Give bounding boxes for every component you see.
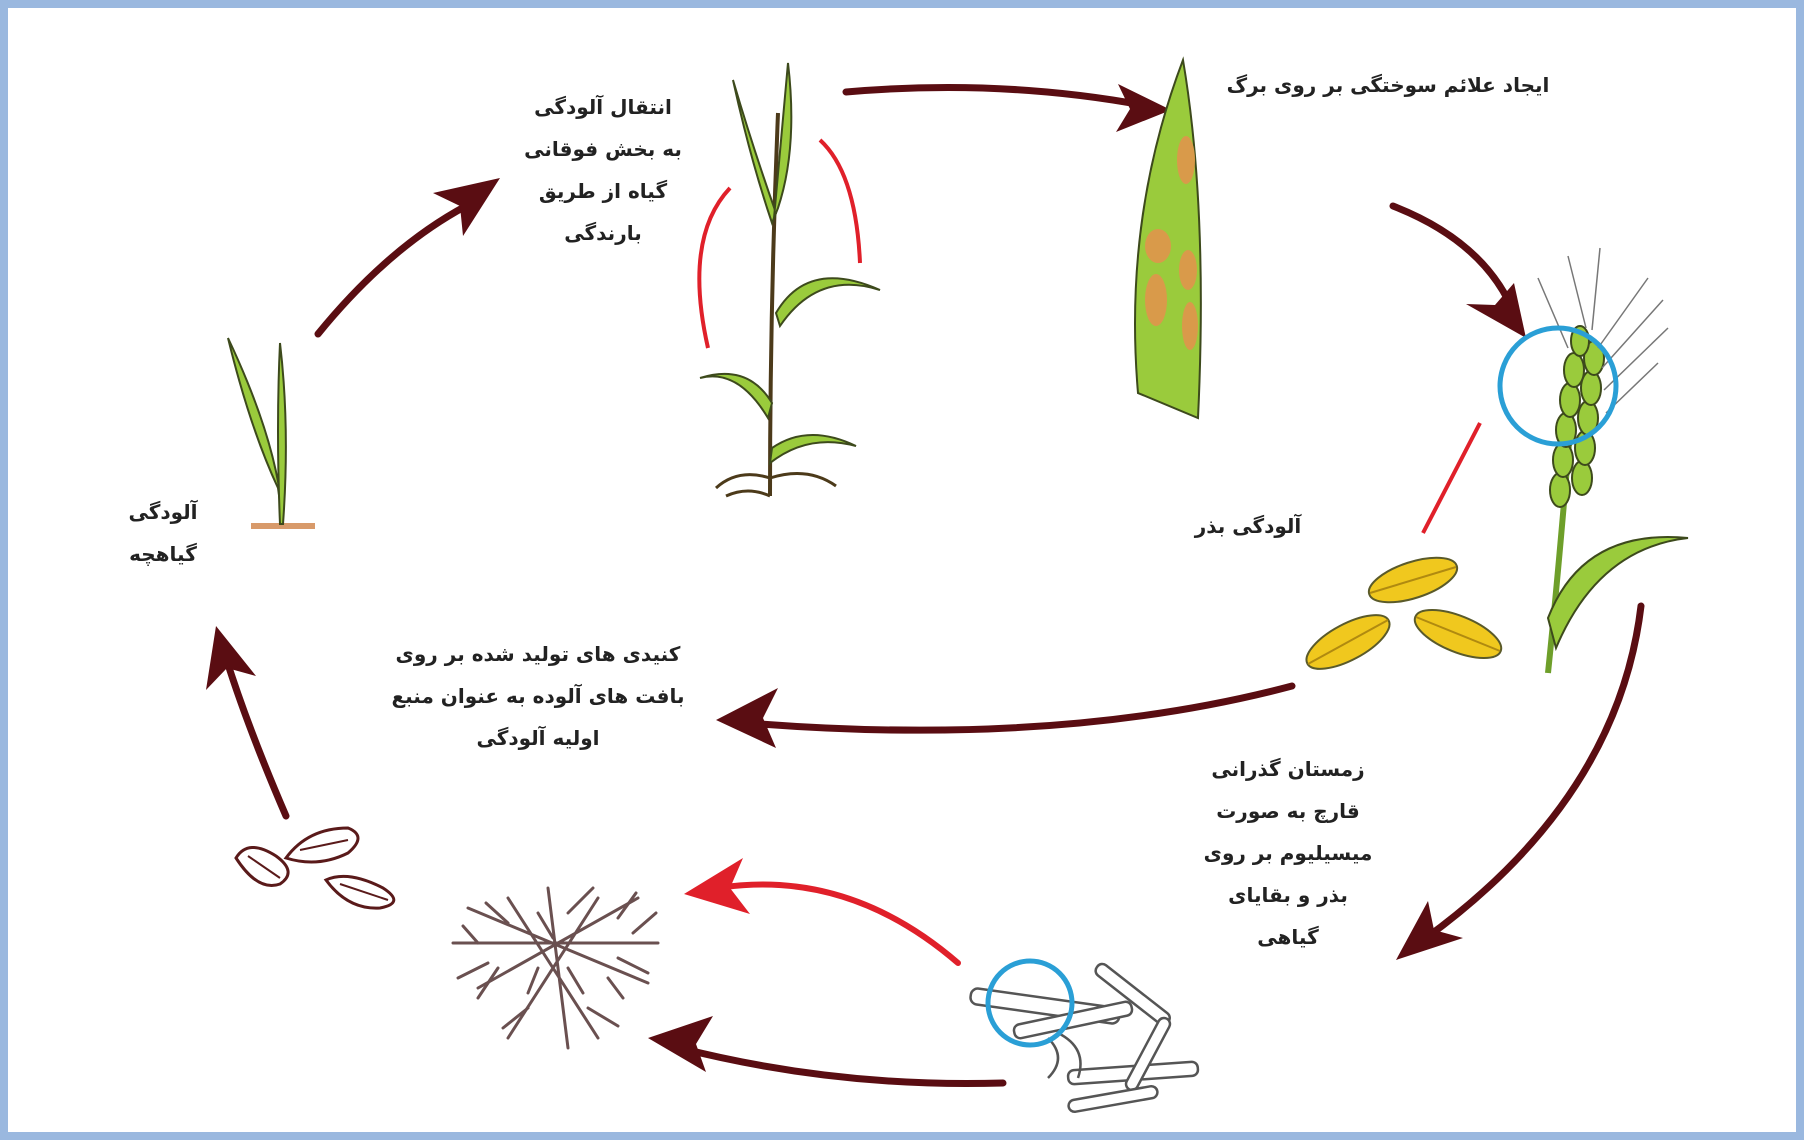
conidia-icon: [236, 828, 394, 908]
arrowhead-wheat-to-debris: [1396, 901, 1463, 960]
arrow-leaf-to-wheat: [1393, 206, 1516, 318]
wheat-head-icon: [1423, 248, 1688, 673]
arrow-rain-to-leaf: [846, 88, 1158, 108]
label-leaf-symptoms: ایجاد علائم سوختگی بر روی برگ: [1208, 64, 1568, 106]
plant-debris-icon: [970, 961, 1199, 1113]
arrow-seeds-to-conidia: [748, 686, 1292, 730]
arrowhead-leaf-to-wheat: [1466, 283, 1526, 338]
link-line-seed: [1423, 423, 1480, 533]
arrow-debris-to-mycelium: [680, 1048, 1003, 1084]
label-overwintering: زمستان گذرانی قارچ به صورت میسیلیوم بر ر…: [1188, 748, 1388, 958]
label-rain-transfer: انتقال آلودگی به بخش فوقانی گیاه از طریق…: [493, 86, 713, 254]
arrow-seedling-to-plant: [318, 206, 466, 334]
arrowhead-seeds-to-conidia: [716, 688, 778, 748]
rain-line-right: [820, 140, 860, 263]
mycelium-icon: [453, 888, 658, 1048]
label-seed-infection: آلودگی بذر: [1163, 505, 1333, 547]
arrowhead-debris-to-mycelium: [648, 1016, 713, 1072]
arrow-wheat-to-debris: [1426, 606, 1641, 938]
arrow-debris-to-mycelium-red: [718, 885, 958, 963]
arrowhead-seedling-to-plant: [433, 178, 500, 236]
label-conidia-source: کنیدی های تولید شده بر روی بافت های آلود…: [368, 633, 708, 759]
arrow-spores-to-seedling: [226, 658, 286, 816]
disease-cycle-artwork: [8, 8, 1804, 1140]
young-plant-icon: [699, 63, 880, 496]
seedling-icon: [228, 338, 315, 526]
seeds-icon: [1299, 549, 1507, 680]
label-seedling-infection: آلودگی گیاهچه: [103, 491, 223, 575]
